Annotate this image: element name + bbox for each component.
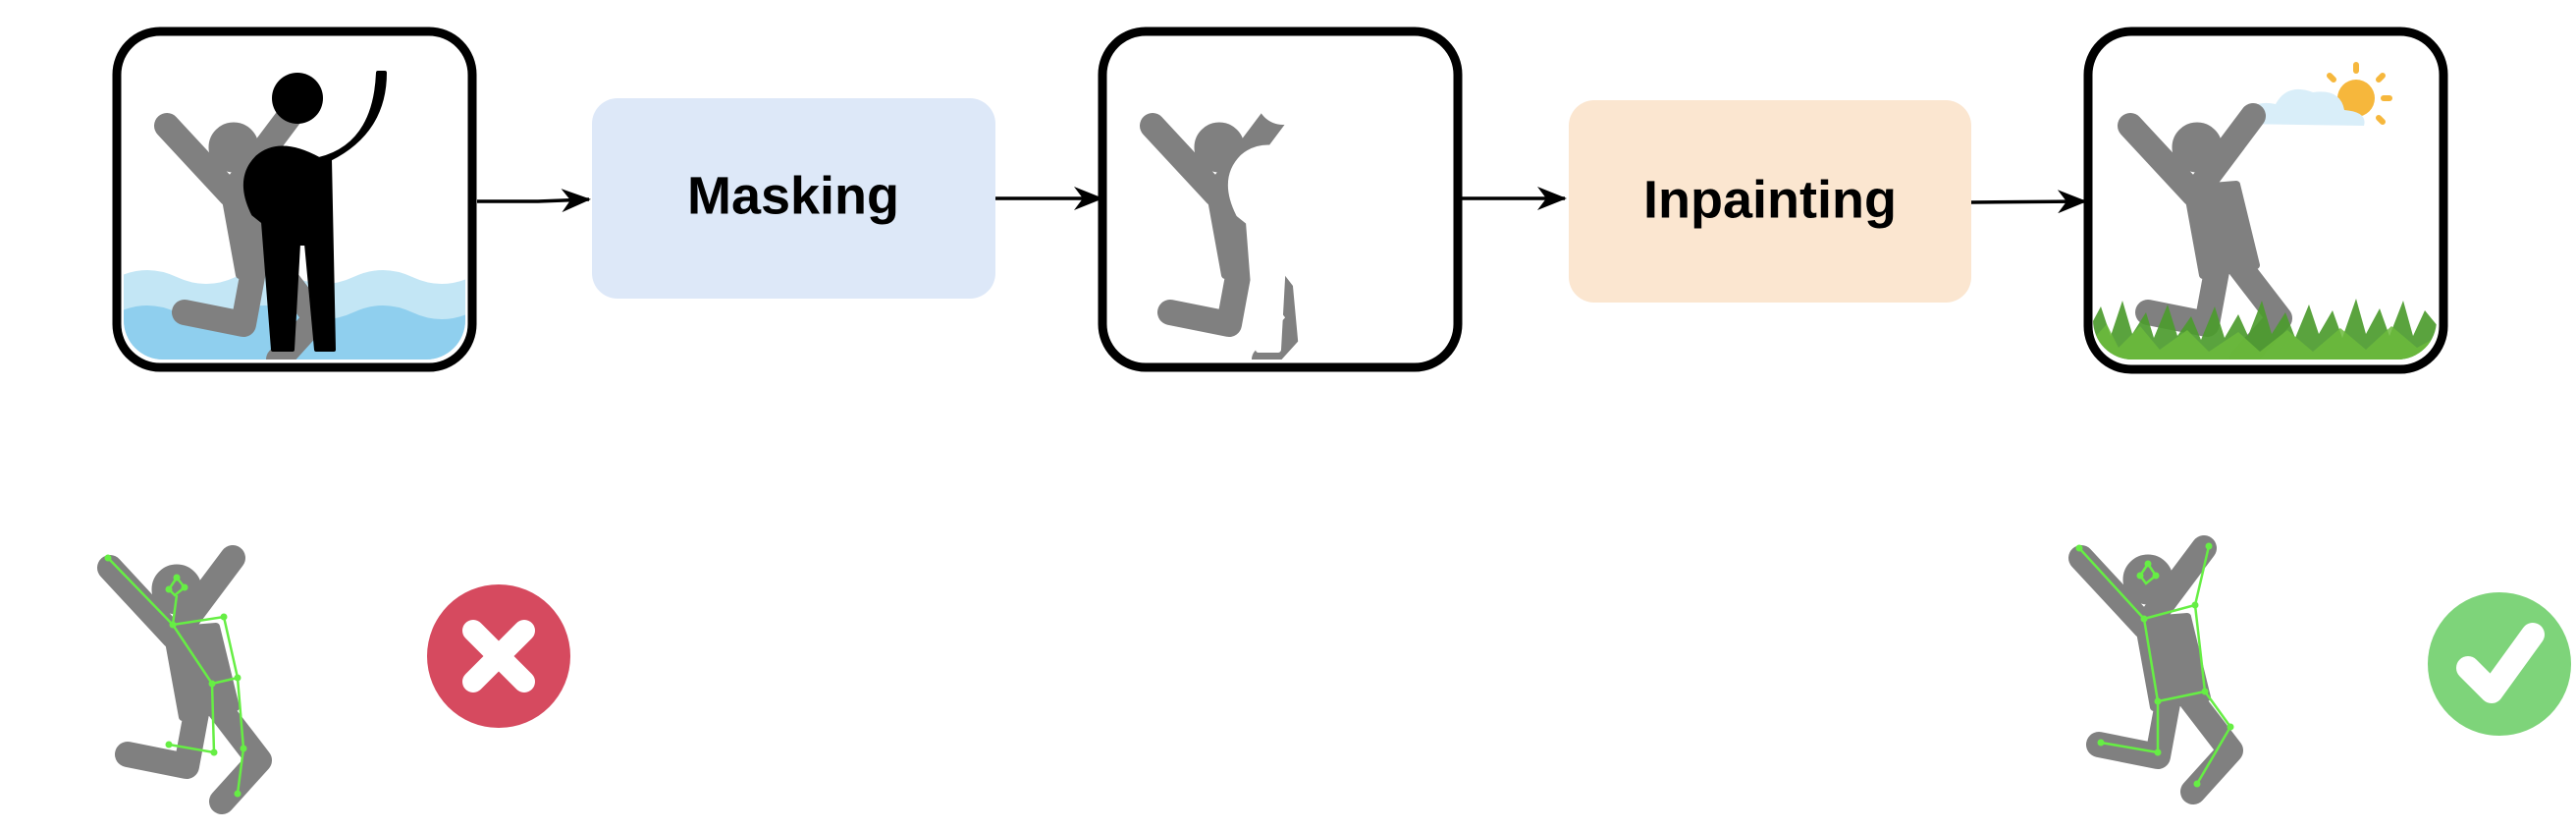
x-icon	[462, 620, 535, 692]
masking-label: Masking	[687, 166, 899, 225]
arrow-input-to-masking	[477, 189, 591, 213]
success-pose-figure	[2076, 543, 2234, 793]
grass-icon	[2093, 299, 2437, 360]
swimmer-occluder-icon	[242, 71, 387, 352]
pose-keypoints-correct	[2075, 542, 2234, 788]
cloud-icon	[2240, 88, 2365, 126]
arrow-inpainting-to-output	[1970, 190, 2087, 214]
inpainting-stage-box	[1569, 100, 1971, 303]
masked-image-panel	[1098, 27, 1463, 372]
input-image-panel	[112, 27, 477, 372]
fail-badge	[427, 584, 570, 728]
sun-icon	[2327, 62, 2392, 125]
inpainting-label: Inpainting	[1643, 170, 1897, 229]
success-badge	[2428, 592, 2571, 736]
inpainting-stage: Inpainting	[1569, 100, 1971, 303]
masking-stage-box	[592, 98, 995, 299]
pose-keypoints	[104, 554, 247, 798]
masking-stage: Masking	[592, 98, 995, 299]
checkmark-icon	[2456, 623, 2545, 703]
mask-hole-icon	[1227, 70, 1373, 353]
output-image-panel	[2083, 27, 2448, 374]
failed-pose-figure	[105, 555, 260, 803]
